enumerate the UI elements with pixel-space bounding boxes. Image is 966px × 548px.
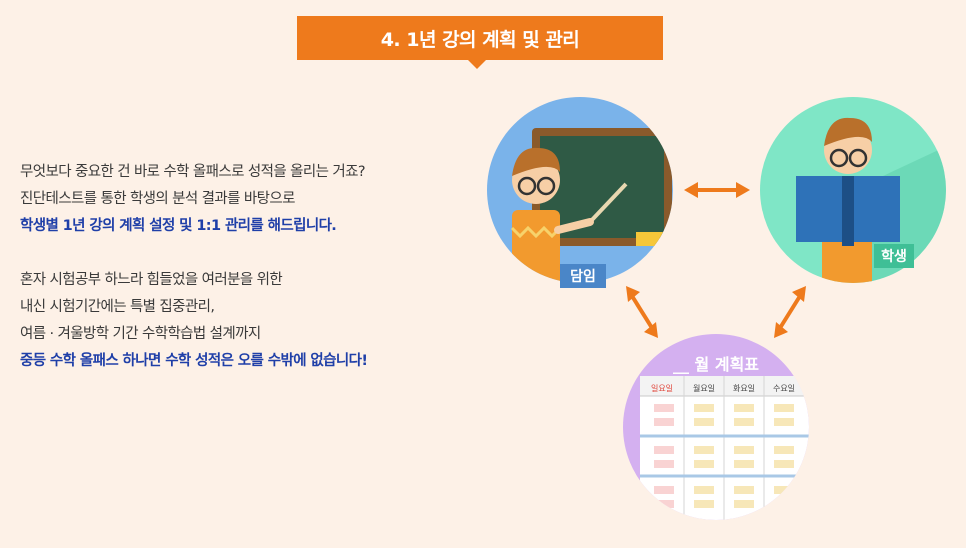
teacher-circle: 담임 <box>487 97 673 288</box>
intro-line-2: 진단테스트를 통한 학생의 분석 결과를 바탕으로 <box>20 191 295 207</box>
outro-line-3: 여름 · 겨울방학 기간 수학학습법 설계까지 <box>20 326 261 342</box>
arrow-teacher-student <box>684 182 750 198</box>
arrow-student-plan <box>774 286 806 338</box>
monthly-plan-title: __ 월 계획표 <box>673 355 759 374</box>
outro-line-1: 혼자 시험공부 하느라 힘들었을 여러분을 위한 <box>20 272 283 288</box>
monthly-plan-circle: 일요일 월요일 화요일 수요일 __ 월 계획표 <box>623 334 809 520</box>
outro-highlight-line: 중등 수학 올패스 하나면 수학 성적은 오를 수밖에 없습니다! <box>20 353 368 369</box>
weekday-wednesday: 수요일 <box>773 384 795 393</box>
section-title: 4. 1년 강의 계획 및 관리 <box>380 28 580 51</box>
weekday-tuesday: 화요일 <box>733 384 755 393</box>
teacher-label: 담임 <box>570 268 596 285</box>
student-label: 학생 <box>881 249 907 265</box>
description-text: 무엇보다 중요한 건 바로 수학 올패스로 성적을 올리는 거죠? 진단테스트를… <box>20 159 470 375</box>
banner-pointer <box>468 60 486 69</box>
intro-line-1: 무엇보다 중요한 건 바로 수학 올패스로 성적을 올리는 거죠? <box>20 164 366 180</box>
section-title-banner: 4. 1년 강의 계획 및 관리 <box>297 16 663 60</box>
weekday-sunday: 일요일 <box>651 384 673 393</box>
arrow-teacher-plan <box>626 286 658 338</box>
student-circle: 학생 <box>760 97 946 283</box>
weekday-monday: 월요일 <box>693 383 715 393</box>
intro-highlight-line: 학생별 1년 강의 계획 설정 및 1:1 관리를 해드립니다. <box>20 218 337 234</box>
outro-line-2: 내신 시험기간에는 특별 집중관리, <box>20 299 215 315</box>
